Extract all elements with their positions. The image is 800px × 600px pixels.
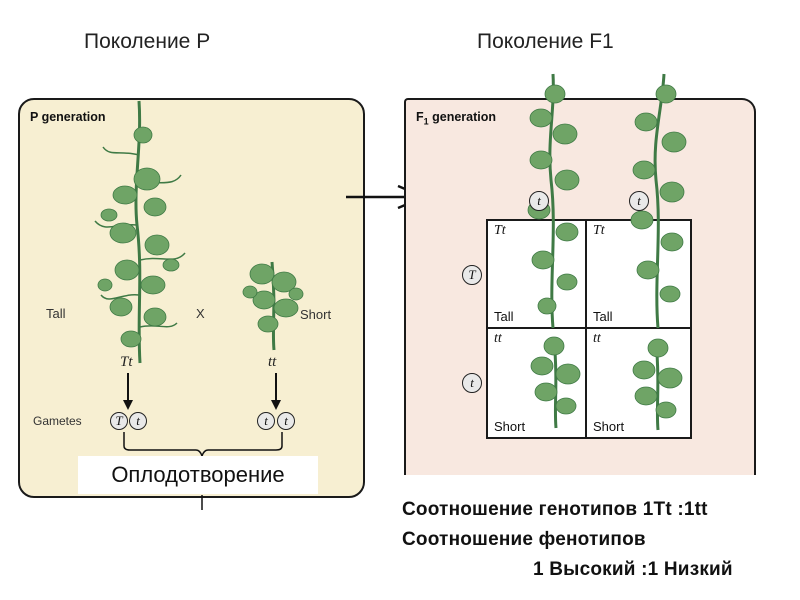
- row-allele-2: t: [462, 373, 482, 393]
- cell-phenotype: Short: [593, 419, 625, 434]
- f1-tall-pea-plant-illustration: [527, 73, 580, 329]
- tall-genotype: Tt: [120, 354, 133, 370]
- gamete-allele-tall-1: T: [110, 412, 128, 430]
- short-label: Short: [300, 307, 332, 322]
- f1-short-pea-plant-illustration: [530, 336, 581, 429]
- short-genotype: tt: [268, 354, 277, 370]
- f1-generation-title: F1 generation: [416, 110, 497, 127]
- gamete-allele-short-2: t: [277, 412, 295, 430]
- cell-phenotype: Tall: [593, 309, 613, 324]
- punnett-cell: tt Short: [587, 329, 690, 437]
- phenotype-ratio-label: Соотношение фенотипов: [402, 529, 646, 550]
- cell-genotype: Tt: [593, 223, 605, 238]
- cell-genotype: tt: [593, 331, 601, 346]
- phenotype-ratio-values: 1 Высокий :1 Низкий: [533, 559, 733, 580]
- punnett-cell: tt Short: [488, 329, 587, 437]
- gametes-label: Gametes: [33, 414, 82, 428]
- column-allele-2: t: [629, 191, 649, 211]
- heading-generation-f1: Поколение F1: [477, 30, 614, 53]
- tall-label: Tall: [46, 306, 66, 321]
- fertilization-label: Оплодотворение: [78, 456, 318, 494]
- cell-genotype: Tt: [494, 223, 506, 238]
- gamete-allele-short-1: t: [257, 412, 275, 430]
- gamete-allele-tall-2: t: [129, 412, 147, 430]
- punnett-cell: Tt Tall: [488, 221, 587, 329]
- f1-tall-pea-plant-illustration: [630, 73, 687, 329]
- punnett-cell: Tt Tall: [587, 221, 690, 329]
- cell-genotype: tt: [494, 331, 502, 346]
- cell-phenotype: Tall: [494, 309, 514, 324]
- genotype-ratio: Соотношение генотипов 1Tt :1tt: [402, 499, 708, 520]
- cross-symbol: X: [196, 306, 205, 321]
- tall-pea-plant-illustration: [94, 100, 186, 364]
- p-generation-title: P generation: [30, 110, 106, 124]
- f1-short-pea-plant-illustration: [632, 338, 683, 431]
- column-allele-1: t: [529, 191, 549, 211]
- short-pea-plant-illustration: [242, 261, 304, 351]
- cell-phenotype: Short: [494, 419, 526, 434]
- heading-generation-p: Поколение Р: [84, 30, 211, 53]
- row-allele-1: T: [462, 265, 482, 285]
- p-generation-panel: [18, 98, 365, 498]
